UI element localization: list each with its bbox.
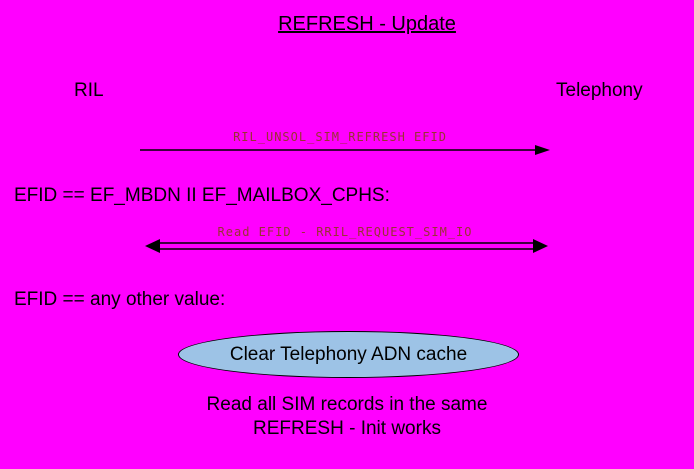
message-label-read-efid: Read EFID - RRIL_REQUEST_SIM_IO <box>217 225 473 239</box>
arrow-bidirectional-icon <box>145 239 548 253</box>
footer-note: Read all SIM records in the same REFRESH… <box>0 393 694 441</box>
process-label: Clear Telephony ADN cache <box>229 343 468 365</box>
condition-any-other-value: EFID == any other value: <box>14 289 226 310</box>
condition-mbdn-mailbox: EFID == EF_MBDN II EF_MAILBOX_CPHS: <box>14 185 390 206</box>
process-ellipse: Clear Telephony ADN cache <box>178 331 519 378</box>
footer-note-line2: REFRESH - Init works <box>253 418 441 439</box>
diagram-title: REFRESH - Update <box>278 13 456 35</box>
footer-note-line1: Read all SIM records in the same <box>206 394 488 415</box>
message-label-refresh-efid: RIL_UNSOL_SIM_REFRESH EFID <box>233 130 447 144</box>
participant-telephony: Telephony <box>556 80 643 101</box>
participant-ril: RIL <box>74 80 104 101</box>
arrow-right-icon <box>140 145 550 155</box>
